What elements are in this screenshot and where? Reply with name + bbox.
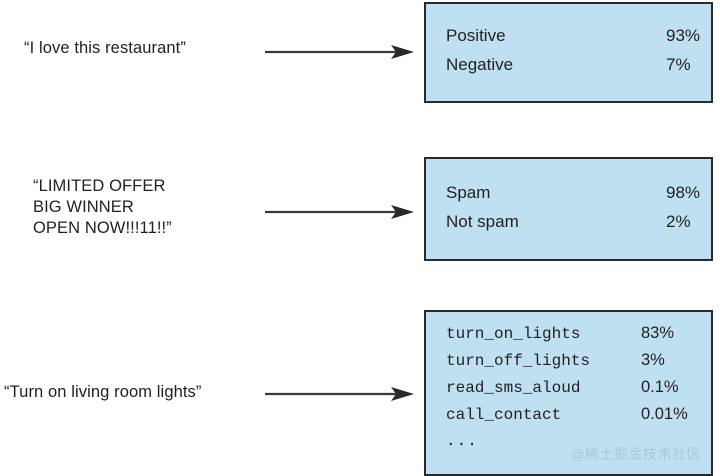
ellipsis-label: ... bbox=[446, 432, 478, 450]
output-row: turn_on_lights 83% bbox=[426, 324, 711, 351]
intent-label: turn_off_lights bbox=[446, 352, 591, 370]
intent-probability: 83% bbox=[641, 324, 675, 342]
output-box-1: Positive 93% Negative 7% bbox=[424, 2, 713, 103]
class-label: Negative bbox=[446, 55, 514, 74]
right-arrow-icon-1 bbox=[265, 43, 415, 61]
input-phrase-3: “Turn on living room lights” bbox=[4, 383, 202, 401]
class-probability: 98% bbox=[666, 183, 701, 202]
class-probability: 2% bbox=[666, 212, 691, 231]
class-label: Positive bbox=[446, 26, 506, 45]
output-rows-1: Positive 93% Negative 7% bbox=[426, 26, 711, 84]
watermark: @稀土掘金技术社区 bbox=[570, 447, 701, 463]
output-row: Not spam 2% bbox=[426, 212, 711, 241]
class-label: Spam bbox=[446, 183, 491, 202]
input-phrase-2: “LIMITED OFFER BIG WINNER OPEN NOW!!!11!… bbox=[33, 177, 172, 237]
right-arrow-icon-2 bbox=[265, 203, 415, 221]
intent-probability: 3% bbox=[641, 351, 665, 369]
output-row: turn_off_lights 3% bbox=[426, 351, 711, 378]
right-arrow-icon-3 bbox=[265, 385, 415, 403]
class-probability: 7% bbox=[666, 55, 691, 74]
intent-label: call_contact bbox=[446, 406, 562, 424]
intent-label: turn_on_lights bbox=[446, 325, 581, 343]
output-rows-3: turn_on_lights 83% turn_off_lights 3% re… bbox=[426, 324, 711, 459]
output-row: Spam 98% bbox=[426, 183, 711, 212]
output-row: call_contact 0.01% bbox=[426, 405, 711, 432]
intent-label: read_sms_aloud bbox=[446, 379, 581, 397]
output-row: read_sms_aloud 0.1% bbox=[426, 378, 711, 405]
class-probability: 93% bbox=[666, 26, 701, 45]
output-box-2: Spam 98% Not spam 2% bbox=[424, 157, 713, 261]
input-phrase-1: “I love this restaurant” bbox=[24, 39, 186, 57]
intent-probability: 0.1% bbox=[641, 378, 679, 396]
output-row: Negative 7% bbox=[426, 55, 711, 84]
output-box-3: turn_on_lights 83% turn_off_lights 3% re… bbox=[424, 310, 713, 476]
class-label: Not spam bbox=[446, 212, 519, 231]
output-row-more: ... bbox=[426, 432, 711, 459]
output-row: Positive 93% bbox=[426, 26, 711, 55]
intent-probability: 0.01% bbox=[641, 405, 688, 423]
output-rows-2: Spam 98% Not spam 2% bbox=[426, 183, 711, 241]
